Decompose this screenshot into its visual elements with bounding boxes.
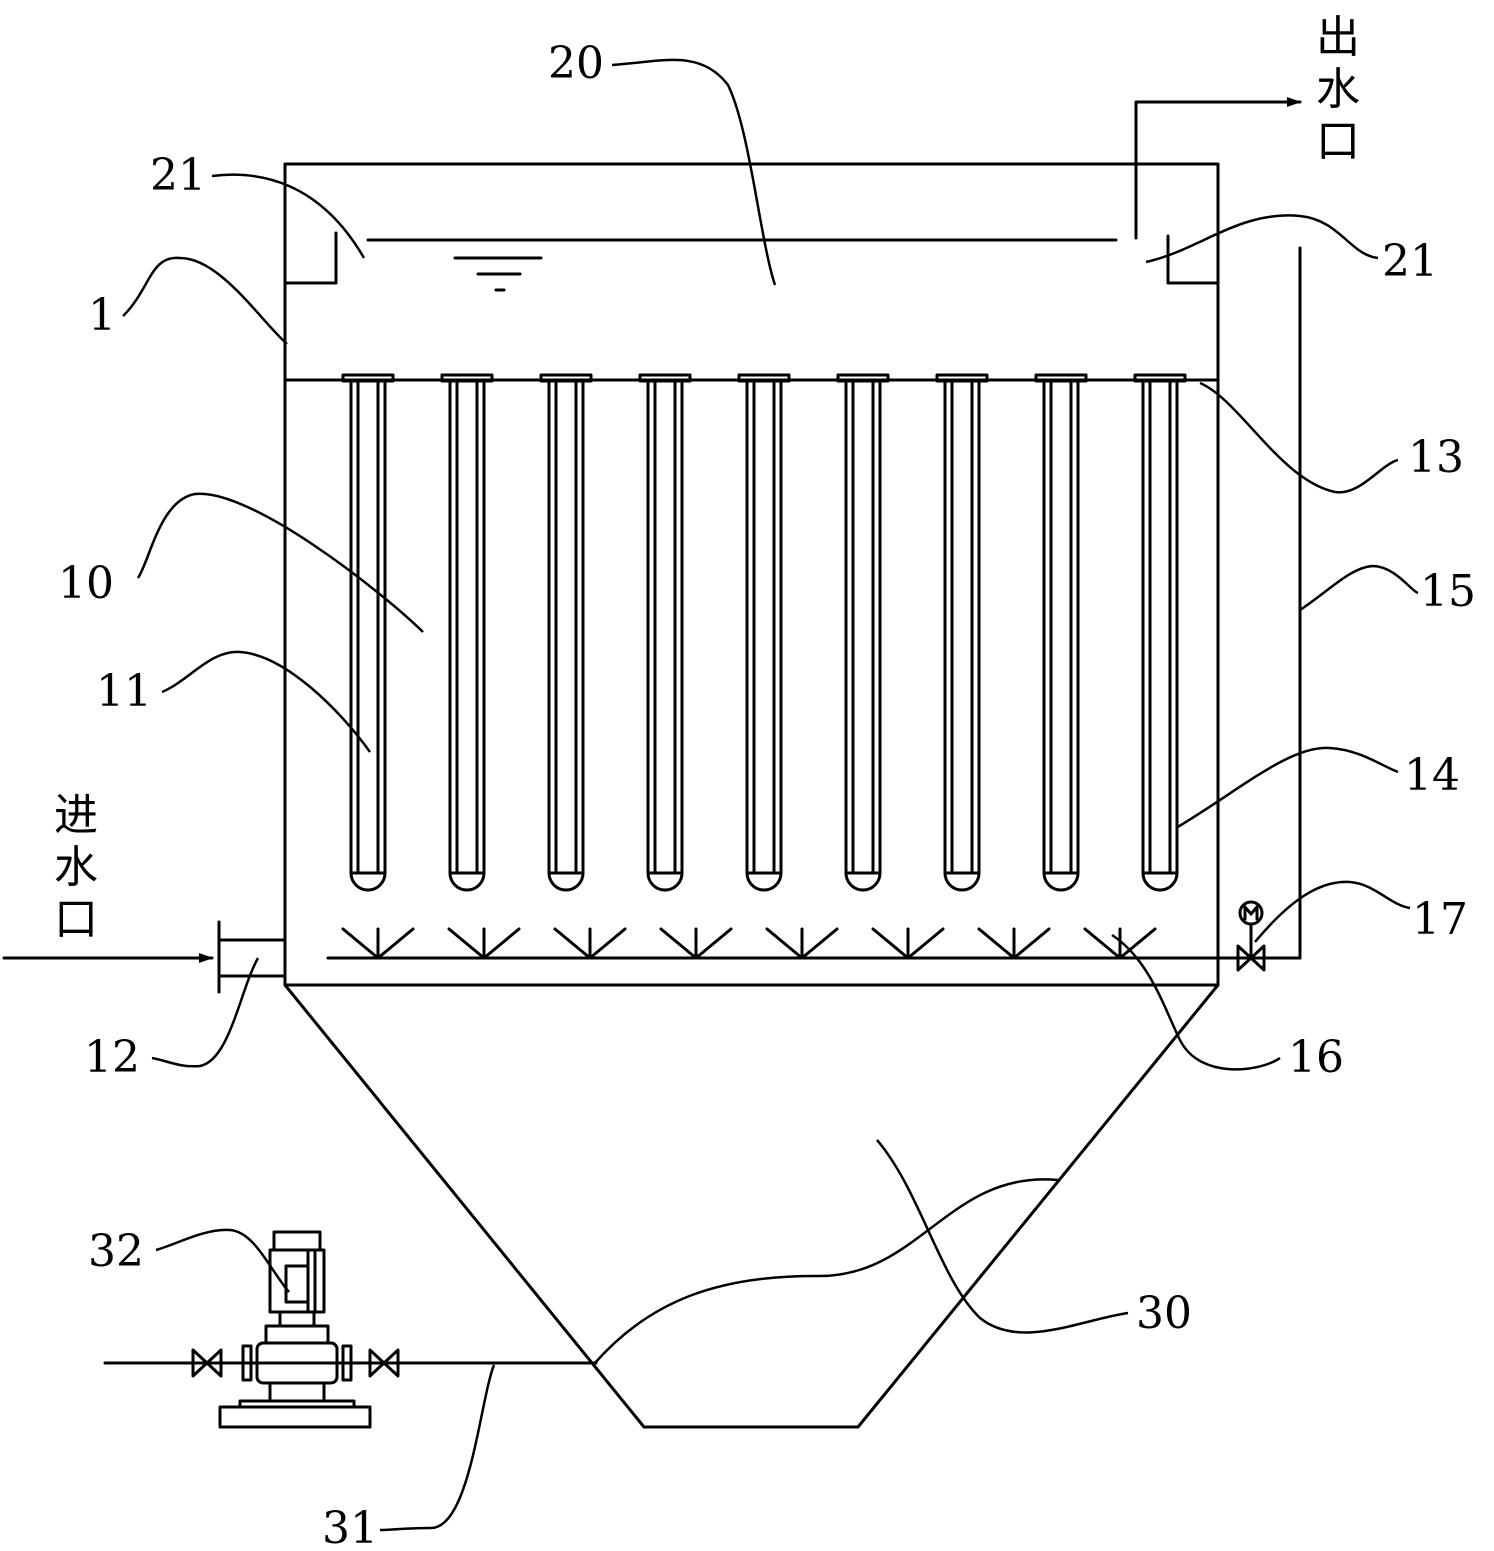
inlet-char-3: 口 (54, 894, 98, 945)
label-10: 10 (58, 558, 114, 609)
diffuser (765, 927, 839, 960)
leader-21-right (1145, 214, 1379, 264)
label-30: 30 (1136, 1288, 1192, 1339)
label-21-right: 21 (1382, 236, 1438, 287)
diffuser (977, 927, 1051, 960)
label-32: 32 (88, 1226, 144, 1277)
membrane-tube (836, 373, 890, 892)
leader-12 (151, 957, 260, 1068)
membrane-tube (341, 373, 395, 892)
water-level-symbol (453, 256, 543, 292)
leader-30 (876, 1139, 1129, 1334)
label-20: 20 (548, 38, 604, 89)
outlet-label: 出 水 口 (1316, 12, 1360, 167)
leader-31 (379, 1364, 496, 1532)
label-12: 12 (84, 1032, 140, 1083)
inlet-char-1: 进 (54, 790, 98, 841)
tank-body (283, 162, 1220, 987)
sludge-hopper (283, 983, 1220, 1429)
label-31: 31 (322, 1503, 378, 1551)
membrane-tube (1034, 373, 1088, 892)
label-17: 17 (1412, 894, 1468, 945)
label-13: 13 (1408, 432, 1464, 483)
diffuser (341, 927, 415, 960)
label-16: 16 (1288, 1032, 1344, 1083)
leader-14 (1175, 746, 1399, 830)
motor-valve (1236, 900, 1266, 972)
overflow-weir-right (1166, 234, 1219, 285)
leader-16 (1111, 933, 1281, 1071)
outlet-char-1: 出 (1316, 12, 1360, 63)
label-21-left: 21 (150, 150, 206, 201)
leader-21-left (211, 173, 366, 259)
label-14: 14 (1404, 750, 1460, 801)
membrane-tube (539, 373, 593, 892)
inlet-char-2: 水 (54, 842, 98, 893)
outlet-pipe (1134, 97, 1302, 240)
label-11: 11 (96, 666, 152, 717)
label-1: 1 (88, 290, 116, 341)
leader-10 (136, 492, 424, 633)
pump (218, 1230, 372, 1429)
overflow-weir-left (285, 231, 338, 285)
diffuser (553, 927, 627, 960)
leader-sludge (593, 1178, 1059, 1365)
valve-left (191, 1348, 223, 1378)
diffuser (1083, 927, 1157, 960)
valve-right (368, 1348, 400, 1378)
diffuser (447, 927, 521, 960)
diffusers (341, 927, 1157, 960)
leader-11 (161, 650, 372, 753)
inlet-label: 进 水 口 (54, 790, 98, 945)
membrane-tube (440, 373, 494, 892)
leader-20 (611, 58, 777, 286)
diffuser (659, 927, 733, 960)
label-15: 15 (1420, 566, 1476, 617)
leader-32 (155, 1228, 290, 1293)
leader-17 (1254, 880, 1411, 943)
diffuser (871, 927, 945, 960)
outlet-char-2: 水 (1316, 64, 1360, 115)
membrane-tube (1133, 373, 1187, 892)
leader-13 (1199, 381, 1399, 494)
membrane-tube (638, 373, 692, 892)
membrane-tube (737, 373, 791, 892)
inlet-pipe (217, 920, 287, 994)
membrane-tubes (341, 373, 1187, 892)
outlet-char-3: 口 (1316, 116, 1360, 167)
membrane-tube (935, 373, 989, 892)
leader-15 (1299, 564, 1419, 612)
leader-1 (122, 256, 288, 345)
